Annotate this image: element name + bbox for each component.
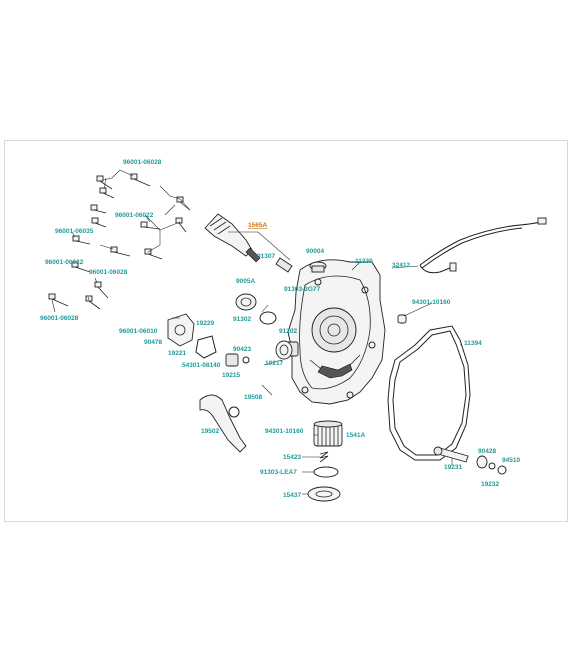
bolt-11 — [144, 248, 163, 260]
part-label[interactable]: 96001-06022 — [115, 212, 154, 219]
bolt-15 — [85, 295, 101, 310]
part-label[interactable]: 96001-06022 — [45, 259, 84, 266]
part-label[interactable]: 91302 — [233, 316, 251, 323]
washer-90428 — [476, 455, 488, 469]
pump-gasket — [195, 335, 217, 359]
part-label[interactable]: 19502 — [201, 428, 219, 435]
bolt-1 — [96, 175, 113, 190]
part-label[interactable]: 90478 — [144, 339, 162, 346]
diagram-frame — [4, 140, 568, 522]
oil-seal — [235, 293, 257, 311]
part-label[interactable]: 19508 — [244, 394, 262, 401]
part-label[interactable]: 90428 — [478, 448, 496, 455]
part-label[interactable]: 1541A — [346, 432, 365, 439]
part-label[interactable]: 91202 — [279, 328, 297, 335]
bolt-7 — [91, 217, 107, 228]
part-label-highlighted[interactable]: 1565A — [248, 222, 267, 229]
part-label[interactable]: 91303-3G77 — [284, 286, 321, 293]
water-hose — [199, 394, 247, 453]
bolt-5 — [90, 204, 107, 214]
part-label[interactable]: 19229 — [196, 320, 214, 327]
hose-clamp — [228, 406, 240, 418]
part-label[interactable]: 19217 — [265, 360, 283, 367]
part-label[interactable]: 9005A — [236, 278, 255, 285]
bolt-6 — [175, 217, 187, 233]
gasket-part — [387, 325, 471, 461]
circlip-94510 — [497, 465, 507, 475]
bolt-9 — [72, 235, 91, 245]
part-label[interactable]: 96001-06028 — [89, 269, 128, 276]
crankcase-cover — [285, 259, 386, 405]
bolt-group — [48, 173, 191, 310]
part-label[interactable]: 96001-06035 — [55, 228, 94, 235]
part-label[interactable]: 32412 — [392, 262, 410, 269]
dipstick-part — [204, 213, 293, 273]
bolt-13 — [94, 281, 109, 299]
seal-19232 — [488, 462, 496, 470]
impeller — [225, 353, 250, 367]
oil-filter — [313, 420, 343, 447]
part-label[interactable]: 94510 — [502, 457, 520, 464]
part-label[interactable]: 90004 — [306, 248, 324, 255]
part-label[interactable]: 90423 — [233, 346, 251, 353]
part-label[interactable]: 19232 — [481, 481, 499, 488]
dowel-pin — [397, 314, 407, 324]
part-label[interactable]: 91303-LEA7 — [260, 469, 297, 476]
part-label[interactable]: 91307 — [257, 253, 275, 260]
wire-harness — [419, 217, 547, 274]
part-label[interactable]: 11330 — [355, 258, 373, 265]
part-label[interactable]: 15423 — [283, 454, 301, 461]
filter-spring — [319, 451, 329, 463]
label-leaders — [172, 261, 462, 495]
part-label[interactable]: 96001-06010 — [119, 328, 158, 335]
part-label[interactable]: 96001-06028 — [40, 315, 79, 322]
seal-91202 — [275, 340, 293, 360]
pump-shaft — [433, 446, 469, 463]
part-labels: 96001-06028 96001-06022 96001-06035 9600… — [40, 159, 520, 499]
filter-cap — [307, 486, 341, 502]
bolt-leaders — [51, 169, 191, 313]
bolt-4 — [176, 196, 191, 211]
water-pump-cover — [167, 313, 195, 347]
bolt-14 — [48, 293, 69, 307]
part-label[interactable]: 19221 — [168, 350, 186, 357]
part-label[interactable]: 96001-06028 — [123, 159, 162, 166]
bolt-10 — [110, 246, 131, 257]
bolt-3 — [99, 187, 115, 199]
part-label[interactable]: 19231 — [444, 464, 462, 471]
part-label[interactable]: 94301-10160 — [412, 299, 451, 306]
part-label[interactable]: 94301-10160 — [265, 428, 304, 435]
part-label[interactable]: 54301-08140 — [182, 362, 221, 369]
part-label[interactable]: 15437 — [283, 492, 301, 499]
bolt-8 — [140, 221, 161, 230]
o-ring-91302 — [259, 311, 277, 325]
bolt-2 — [130, 173, 151, 187]
part-label[interactable]: 19215 — [222, 372, 240, 379]
o-ring-91303-lea7 — [313, 466, 339, 478]
part-label[interactable]: 11394 — [464, 340, 482, 347]
filler-cap — [309, 261, 327, 273]
